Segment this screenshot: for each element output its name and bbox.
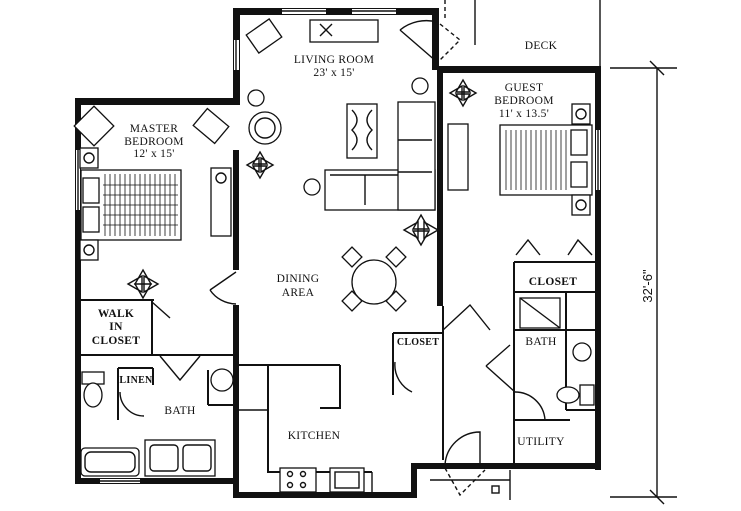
living-room-label: LIVING ROOM [294, 54, 374, 66]
master-bath-label: BATH [164, 405, 195, 417]
master-bedroom-label: MASTER [130, 123, 178, 135]
furniture [73, 18, 595, 493]
kitchen-label: KITCHEN [288, 430, 341, 442]
master-bedroom-label-2: BEDROOM [124, 136, 184, 148]
master-bedroom-size: 12' x 15' [133, 148, 174, 160]
guest-bedroom-size: 11' x 13.5' [499, 108, 549, 120]
dimension-line [610, 60, 677, 505]
guest-bath-label: BATH [525, 336, 556, 348]
guest-bedroom-label-2: BEDROOM [494, 95, 554, 107]
guest-bedroom-label: GUEST [505, 82, 544, 94]
interior-walls [78, 66, 598, 473]
windows [76, 9, 600, 483]
guest-closet-label: CLOSET [529, 276, 577, 288]
dining-area-label-2: AREA [282, 287, 315, 299]
overall-dimension-label: 32'-6" [640, 269, 655, 303]
doors [119, 0, 601, 500]
living-room-size: 23' x 15' [313, 67, 354, 79]
linen-label: LINEN [119, 375, 153, 386]
utility-label: UTILITY [517, 436, 565, 448]
dining-area-label: DINING [277, 273, 320, 285]
walk-in-closet-label-3: CLOSET [92, 335, 140, 347]
hall-closet-label: CLOSET [397, 337, 439, 348]
walk-in-closet-label-2: IN [109, 321, 123, 333]
walk-in-closet-label: WALK [98, 308, 134, 320]
deck-label: DECK [525, 40, 558, 52]
